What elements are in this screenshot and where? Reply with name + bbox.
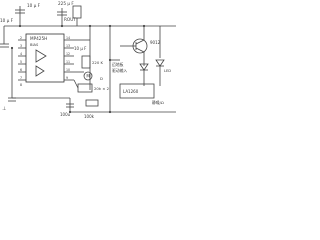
detector-label: D	[100, 76, 103, 81]
rout-label: ROUT	[64, 17, 76, 22]
res-100k-label: 100k	[84, 114, 95, 119]
ic-pin-2: 2	[20, 36, 22, 40]
motor-symbol	[83, 71, 93, 81]
ic-pin-14: 14	[66, 36, 70, 40]
ic-part-number: MP425H	[30, 36, 47, 41]
res-220k-label: 220 K	[92, 60, 103, 65]
ic-amp-triangle-2	[35, 65, 45, 77]
led-label: LED	[164, 69, 171, 73]
amp-cap-label: 10 μ F	[74, 46, 87, 51]
ic-pin-5: 5	[20, 60, 22, 64]
ic-pin-11: 11	[66, 60, 70, 64]
led-symbol	[155, 59, 165, 67]
ground-symbol: ⊥	[2, 106, 6, 112]
ic-pin-13: 13	[66, 44, 70, 48]
ic-pin-8: 8	[20, 83, 22, 87]
ic-pin-3: 3	[20, 44, 22, 48]
ic-pin-6: 6	[20, 68, 22, 72]
cap-10uf-top-label: 10 μ F	[27, 3, 41, 8]
ic-pin-7: 7	[20, 76, 22, 80]
ic-body	[25, 33, 65, 83]
res-100k	[85, 99, 99, 107]
transistor-label: 9012	[150, 40, 161, 45]
la1260-box	[119, 83, 155, 99]
la1260-label: LA1260	[123, 89, 139, 94]
cap-100u-label: 100u	[60, 112, 71, 117]
ic-pin-4: 4	[20, 52, 22, 56]
ic-pin-9: 9	[66, 76, 68, 80]
diode-symbol	[139, 63, 149, 71]
ic-bias-label: BIAS	[30, 43, 39, 47]
cap-225uf-label: 225 μ F	[58, 1, 74, 6]
ic-pin-10: 10	[66, 68, 70, 72]
ic-pin-12: 12	[66, 52, 70, 56]
ic-amp-triangle	[35, 49, 47, 63]
note-line1: 迈地板	[112, 62, 124, 67]
circuit-diagram: 10 μ F 10 μ F 225 μ F ROUT MP425H BIAS 2…	[0, 0, 179, 120]
res-220k	[81, 55, 91, 69]
motor-label: M	[86, 74, 90, 79]
schematic-canvas: 10 μ F 10 μ F 225 μ F ROUT MP425H BIAS 2…	[0, 1, 176, 119]
pot-label: 20k × 2	[94, 86, 110, 91]
bottom-note: 静噪/Ω	[152, 100, 164, 105]
note-line2: 驱动输入	[112, 68, 127, 73]
cap-10uf-left-label: 10 μ F	[0, 18, 14, 23]
